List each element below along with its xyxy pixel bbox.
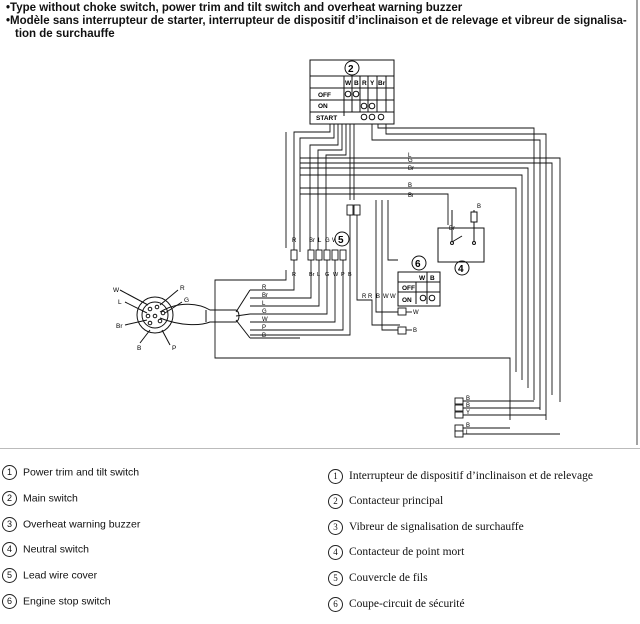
cover-wires [250,215,400,339]
wire-label: L [408,153,412,159]
header-line-3: tion de surchauffe [15,28,115,40]
wire-label: B [408,183,412,189]
neutral-callout: 4 [458,264,464,275]
wire-label: Br [408,166,414,172]
connector-label: L [118,299,122,306]
bundle-label: Br [309,272,315,278]
main-switch-wires [293,124,561,420]
main-switch-col: B [354,80,359,87]
wire-label: R [292,238,297,244]
main-switch-col: R [362,80,367,87]
harness [119,289,251,346]
lead-cover-callout: 5 [338,235,344,246]
main-switch-row: ON [318,103,328,110]
wire-label: W [413,310,419,316]
wire-label: L [318,238,322,244]
engine-stop-switch [397,255,441,307]
stop-switch-callout: 6 [415,259,421,270]
bottom-right-connectors [454,397,560,438]
wire-label: G [408,158,413,164]
wire-label: B [477,204,481,210]
main-switch-row: OFF [318,92,331,99]
connector-label: B [137,345,141,352]
main-switch-col: W [345,80,352,87]
stop-switch-row: OFF [402,285,415,292]
connector-label: P [172,345,176,352]
bundle-label: L [317,272,320,278]
stop-switch-wires [375,200,412,335]
wire-label: W [262,317,268,323]
wiring-diagram: 2 W B R Y Br OFF ON START L G [113,0,638,445]
wire-label: Br [262,293,268,299]
wire-label: B [466,423,470,429]
wire-label: B [466,396,470,402]
lead-cover-callout-circle [334,231,350,247]
wire-label: W [390,294,396,300]
stop-switch-col: B [430,275,435,282]
bundle-label: B [348,272,352,278]
wire-label: R [362,294,367,300]
wire-label: G [325,238,330,244]
wire-label: Br [408,193,414,199]
separator [0,448,640,449]
ground-loop-wire [214,132,511,420]
wire-label: R [262,285,267,291]
connector-label: Br [116,323,123,330]
main-switch [309,59,395,125]
wire-label: R [368,294,373,300]
main-switch-col: Br [378,80,386,87]
wire-label: P [262,325,266,331]
wire-label: L [466,430,470,436]
stop-switch-row: ON [402,297,412,304]
wire-label: Br [309,238,315,244]
wire-label: W [383,294,389,300]
wire-label: B [413,328,417,334]
wire-label: B [466,403,470,409]
wire-label: B [262,333,266,339]
main-switch-col: Y [370,80,375,87]
header-line-2: •Modèle sans interrupteur de starter, in… [6,15,627,27]
bundle-label: W [333,272,339,278]
wire-label: Br [449,226,455,232]
bundle-label: R [292,272,296,278]
main-switch-row: START [316,115,337,122]
neutral-switch [437,210,485,276]
wire-label: B [376,294,380,300]
connector-label: R [180,285,185,292]
wire-label: L [262,301,266,307]
wire-label: Y [466,410,470,416]
connector-label: W [113,287,120,294]
header-line-1: •Type without choke switch, power trim a… [6,2,463,14]
main-switch-callout: 2 [348,64,354,75]
stop-switch-col: W [419,275,426,282]
wire-label: G [262,309,267,315]
bundle-label: G [325,272,329,278]
connector-label: G [184,297,189,304]
bundle-label: P [341,272,345,278]
